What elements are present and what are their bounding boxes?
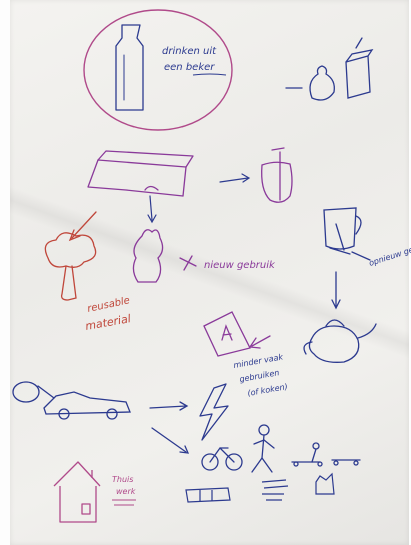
paper-a-sketch xyxy=(203,311,271,357)
arrows-blue xyxy=(147,173,251,224)
tree-sketch xyxy=(44,211,97,301)
note-new-use: nieuw gebruik xyxy=(204,260,276,271)
lightning-sketch xyxy=(199,383,229,441)
note-lesser-line2: gebruiken xyxy=(239,368,280,384)
note-material-line1: reusable xyxy=(86,295,131,315)
jug-carton-sketch xyxy=(285,37,374,101)
note-drinking-line1: drinken uit xyxy=(162,46,217,57)
box-sketch xyxy=(87,150,194,197)
scooter-sketch xyxy=(291,442,361,467)
teapot-sketch xyxy=(303,319,377,363)
note-thuis-line2: werk xyxy=(116,487,136,496)
car-sketch xyxy=(12,381,190,454)
note-thuis-line1: Thuis xyxy=(112,475,133,484)
bike-sketch xyxy=(201,446,243,471)
jar-sketch xyxy=(323,207,371,310)
bottle-circle-sketch xyxy=(83,9,233,131)
note-reuse: opnieuw gebruikt xyxy=(368,238,411,268)
note-material-line2: material xyxy=(84,312,131,333)
walker-sketch xyxy=(251,424,275,473)
figure-sketch xyxy=(132,229,197,283)
note-drinking-line2: een beker xyxy=(164,62,215,73)
note-underlines xyxy=(112,499,136,506)
note-lesser-line3: (of koken) xyxy=(247,382,289,398)
cup-sketch xyxy=(261,147,293,203)
house-sketch xyxy=(53,461,101,523)
underline xyxy=(192,73,227,76)
note-lesser-line1: minder vaak xyxy=(233,352,284,370)
bottom-objects-sketch xyxy=(185,472,335,503)
